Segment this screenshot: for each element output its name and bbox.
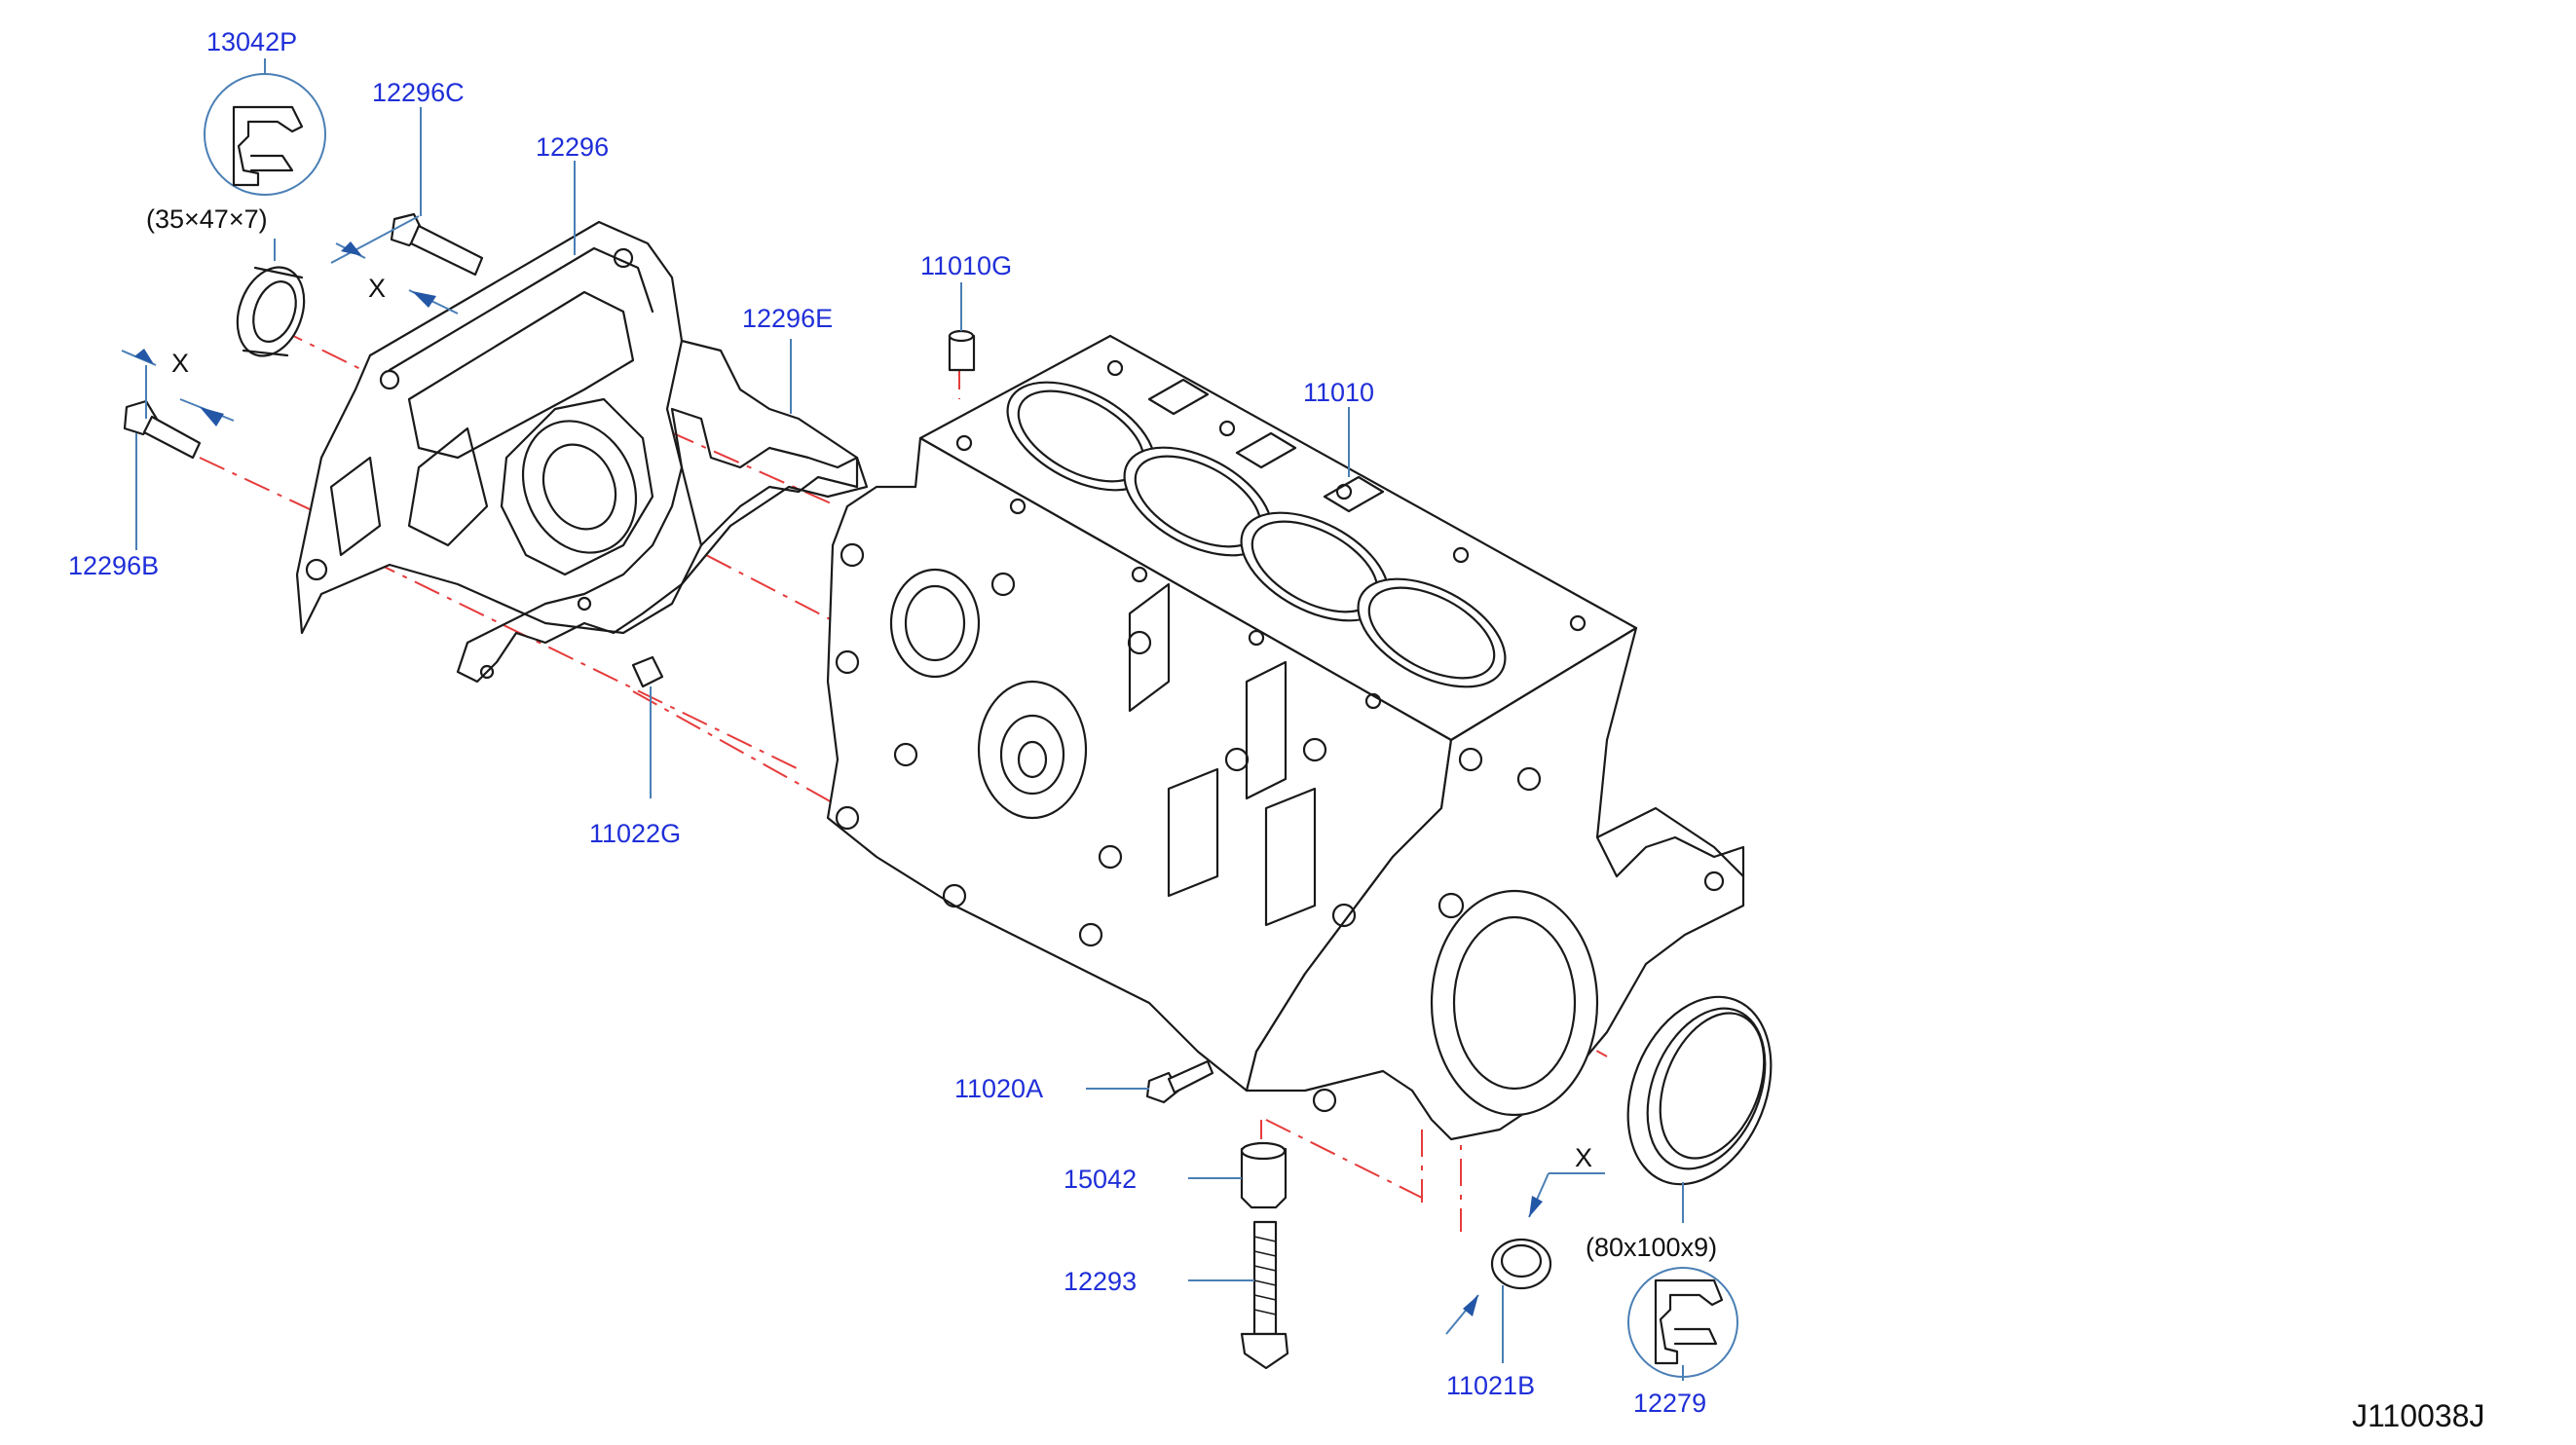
label-11010G: 11010G bbox=[920, 251, 1012, 280]
rear-seal-size: (80x100x9) bbox=[1586, 1233, 1717, 1262]
cylinder-block-11010 bbox=[826, 334, 1745, 1141]
label-11020A: 11020A bbox=[954, 1074, 1043, 1103]
label-12296B: 12296B bbox=[68, 551, 159, 580]
bolt-12296B bbox=[123, 399, 202, 460]
bolt-11020A bbox=[1145, 1059, 1214, 1104]
label-15042: 15042 bbox=[1064, 1165, 1137, 1194]
seal-11021B bbox=[1490, 1238, 1552, 1290]
dowel-11022G bbox=[631, 655, 664, 688]
x-mark-left: X bbox=[171, 349, 189, 378]
rear-oil-seal bbox=[1626, 995, 1773, 1186]
label-11021B: 11021B bbox=[1446, 1371, 1535, 1400]
label-12279: 12279 bbox=[1633, 1389, 1706, 1418]
label-11010: 11010 bbox=[1303, 378, 1374, 407]
part-labels: 13042P 12296C 12296 12296B 12296E 11010G… bbox=[68, 27, 1706, 1418]
label-12296: 12296 bbox=[536, 132, 609, 162]
stud-12293 bbox=[1240, 1220, 1289, 1370]
front-oil-seal bbox=[236, 266, 306, 357]
gasket-12296E bbox=[456, 407, 869, 684]
x-mark-top: X bbox=[368, 274, 386, 303]
dimension-arrows bbox=[134, 241, 1543, 1316]
callout-13042P bbox=[204, 73, 326, 196]
label-12296C: 12296C bbox=[372, 78, 465, 107]
dimension-notes: (35×47×7) (80x100x9) X X X bbox=[146, 204, 1717, 1262]
plug-15042 bbox=[1240, 1141, 1288, 1209]
bolt-12296C bbox=[390, 212, 484, 277]
label-11022G: 11022G bbox=[589, 819, 681, 848]
label-12296E: 12296E bbox=[742, 304, 833, 333]
x-mark-right: X bbox=[1575, 1143, 1592, 1172]
callout-12279 bbox=[1627, 1267, 1738, 1378]
label-13042P: 13042P bbox=[206, 27, 297, 56]
diagram-code: J110038J bbox=[2352, 1398, 2484, 1433]
front-seal-size: (35×47×7) bbox=[146, 204, 268, 234]
label-12293: 12293 bbox=[1064, 1267, 1137, 1296]
front-cover-12296 bbox=[295, 220, 859, 635]
dowel-11010G bbox=[948, 329, 976, 372]
